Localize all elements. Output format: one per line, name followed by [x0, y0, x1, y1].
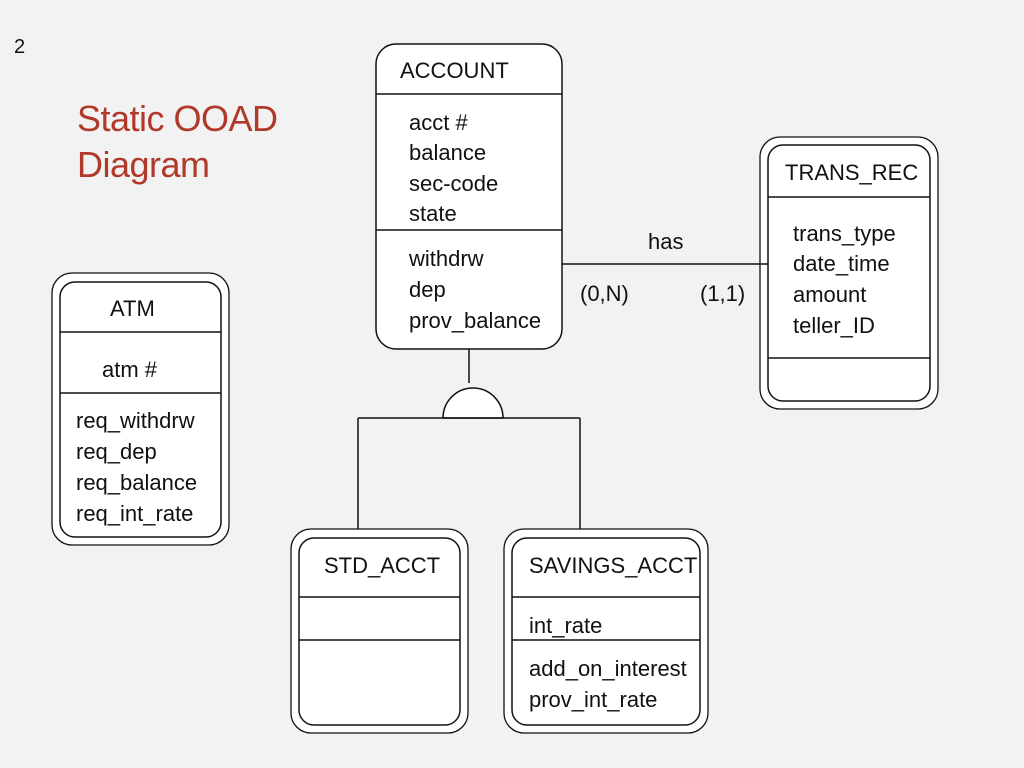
std-acct-class: STD_ACCT [290, 528, 469, 734]
trans-rec-name: TRANS_REC [785, 160, 918, 185]
savings-acct-op: add_on_interest [529, 656, 687, 681]
trans-rec-attr: teller_ID [793, 313, 875, 338]
has-association: has (0,N) (1,1) [562, 229, 768, 306]
account-op: dep [409, 277, 446, 302]
account-attr: acct # [409, 110, 468, 135]
account-box [375, 43, 563, 350]
association-label: has [648, 229, 683, 254]
trans-rec-attr: date_time [793, 251, 890, 276]
atm-op: req_dep [76, 439, 157, 464]
atm-op: req_withdrw [76, 408, 195, 433]
account-attr: balance [409, 140, 486, 165]
atm-box [59, 281, 222, 538]
savings-acct-class: SAVINGS_ACCT int_rate add_on_interest pr… [503, 528, 709, 734]
std-acct-box [298, 537, 461, 726]
trans-rec-box [767, 144, 931, 402]
account-op: prov_balance [409, 308, 541, 333]
right-cardinality: (1,1) [700, 281, 745, 306]
account-class: ACCOUNT acct # balance sec-code state wi… [375, 43, 563, 350]
atm-class: ATM atm # req_withdrw req_dep req_balanc… [51, 272, 230, 546]
savings-acct-name: SAVINGS_ACCT [529, 553, 697, 578]
atm-name: ATM [110, 296, 155, 321]
trans-rec-class: TRANS_REC trans_type date_time amount te… [759, 136, 939, 410]
title-line-2: Diagram [77, 144, 210, 185]
atm-op: req_int_rate [76, 501, 193, 526]
generalization-semicircle [442, 387, 504, 419]
account-name: ACCOUNT [400, 58, 509, 83]
atm-op: req_balance [76, 470, 197, 495]
left-cardinality: (0,N) [580, 281, 629, 306]
generalization [357, 349, 581, 538]
slide-title: Static OOAD Diagram [77, 96, 278, 188]
savings-acct-op: prov_int_rate [529, 687, 657, 712]
savings-acct-box [511, 537, 701, 726]
savings-acct-attr: int_rate [529, 613, 602, 638]
account-attr: state [409, 201, 457, 226]
trans-rec-attr: trans_type [793, 221, 896, 246]
atm-attr: atm # [102, 357, 158, 382]
std-acct-name: STD_ACCT [324, 553, 440, 578]
slide-number: 2 [14, 36, 26, 58]
trans-rec-attr: amount [793, 282, 866, 307]
account-attr: sec-code [409, 171, 498, 196]
title-line-1: Static OOAD [77, 98, 278, 139]
account-op: withdrw [408, 246, 484, 271]
